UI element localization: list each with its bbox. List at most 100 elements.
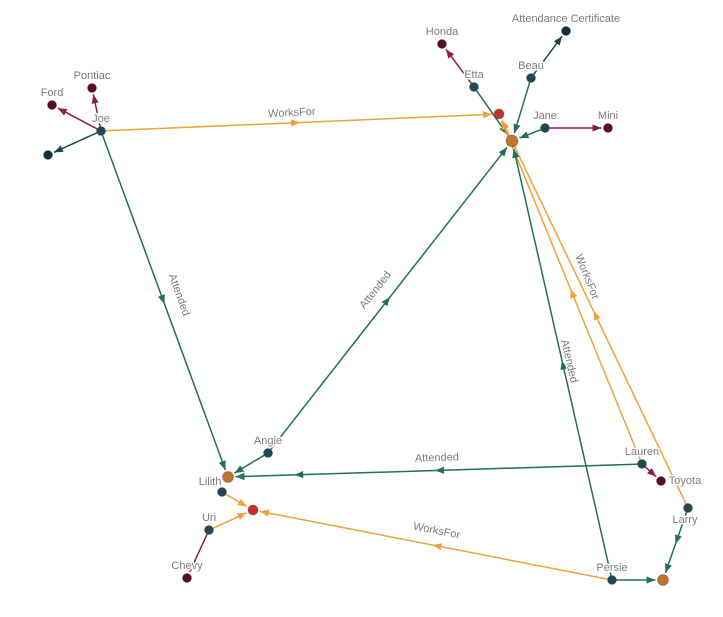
edge-arrow-icon (553, 36, 563, 46)
node-etta[interactable] (469, 82, 479, 92)
edge-joe-pontiac[interactable] (91, 94, 101, 127)
node-eventbl[interactable] (222, 471, 234, 483)
edge-arrow-icon (435, 466, 445, 474)
node-persie[interactable] (607, 575, 617, 585)
node-label-pontiac: Pontiac (74, 70, 111, 82)
node-label-uri: Uri (202, 512, 216, 524)
node-label-honda: Honda (426, 26, 459, 38)
node-label-chevy: Chevy (171, 560, 203, 572)
edge-label: Attended (357, 269, 394, 311)
edge-label: WorksFor (412, 521, 461, 542)
node-jane[interactable] (540, 123, 550, 133)
node-label-lauren: Lauren (625, 446, 659, 458)
edge-beau-eventtop[interactable] (513, 82, 531, 134)
edge-arrow-icon (189, 562, 197, 573)
edge-label: Attended (166, 272, 192, 317)
edge-joe-eventbl[interactable]: Attended (101, 134, 227, 471)
node-eventbr[interactable] (657, 574, 669, 586)
edge-jane-mini[interactable] (549, 124, 602, 132)
edge-label: Attended (415, 451, 459, 465)
node-companytop[interactable] (493, 108, 505, 120)
edge-etta-honda[interactable] (445, 48, 472, 84)
node-ford[interactable] (47, 100, 57, 110)
edge-arrow-icon (218, 460, 226, 470)
node-layer (43, 26, 693, 586)
edge-label: Attended (558, 339, 580, 385)
edge-angie-eventbl[interactable] (234, 454, 265, 474)
node-toyota[interactable] (656, 476, 666, 486)
edge-lauren-companytop[interactable]: WorksFor (500, 120, 641, 461)
node-label-ford: Ford (41, 87, 64, 99)
node-honda[interactable] (437, 39, 447, 49)
edge-arrow-icon (512, 148, 520, 159)
edge-larry-eventbr[interactable] (664, 512, 688, 574)
node-label-jane: Jane (533, 110, 557, 122)
node-joe[interactable] (96, 126, 106, 136)
edge-joe-joecert[interactable] (53, 132, 98, 154)
node-pontiac[interactable] (87, 83, 97, 93)
edge-arrow-icon (445, 49, 455, 59)
node-chevy[interactable] (182, 573, 192, 583)
node-larry[interactable] (683, 503, 693, 513)
edge-arrow-icon (592, 124, 602, 132)
edge-arrow-icon (234, 465, 245, 474)
node-label-etta: Etta (464, 69, 484, 81)
node-label-persie: Persie (596, 562, 627, 574)
edge-joe-companytop[interactable]: WorksFor (105, 104, 493, 132)
edge-arrow-icon (647, 467, 657, 477)
node-attcert[interactable] (561, 26, 571, 36)
edge-jane-eventtop[interactable] (519, 128, 542, 139)
node-lauren[interactable] (637, 459, 647, 469)
edge-beau-attcert[interactable] (533, 35, 563, 75)
edge-lilith-companybl[interactable] (225, 493, 248, 508)
edge-arrow-icon (675, 534, 682, 544)
edge-arrow-icon (646, 576, 656, 584)
edge-arrow-icon (259, 509, 270, 517)
edge-joe-ford[interactable] (57, 107, 98, 130)
node-label-angie: Angie (254, 435, 282, 447)
node-companybl[interactable] (247, 504, 259, 516)
edge-arrow-icon (57, 108, 68, 116)
edge-arrow-icon (498, 147, 508, 157)
edge-persie-eventbr[interactable] (616, 576, 656, 584)
edge-arrow-icon (158, 294, 165, 304)
edge-arrow-icon (381, 297, 390, 307)
node-uri[interactable] (204, 525, 214, 535)
edge-larry-companytop[interactable] (501, 119, 687, 505)
node-label-mini: Mini (598, 110, 618, 122)
node-mini[interactable] (603, 123, 613, 133)
edge-arrow-icon (593, 311, 601, 321)
edge-uri-chevy[interactable] (189, 533, 208, 573)
edge-arrow-icon (519, 131, 530, 139)
node-label-lilith: Lilith (199, 476, 222, 488)
node-lilith[interactable] (217, 487, 227, 497)
node-beau[interactable] (526, 73, 536, 83)
edge-arrow-icon (294, 471, 304, 479)
edge-arrow-icon (502, 120, 510, 130)
edge-lauren-toyota[interactable] (644, 466, 657, 478)
edge-persie-eventtop[interactable]: Attended (512, 148, 612, 576)
node-angie[interactable] (263, 448, 273, 458)
node-label-attcert: Attendance Certificate (512, 13, 620, 25)
edge-arrow-icon (482, 111, 493, 119)
edge-uri-companybl[interactable] (212, 512, 247, 529)
node-label-toyota: Toyota (669, 475, 702, 487)
edge-persie-companybl[interactable]: WorksFor (259, 509, 608, 580)
edge-arrow-icon (235, 472, 245, 481)
edge-label: WorksFor (268, 106, 316, 120)
edge-arrow-icon (513, 123, 521, 134)
edge-arrow-icon (236, 512, 247, 520)
edge-arrow-icon (560, 360, 568, 371)
edge-arrow-icon (570, 289, 578, 299)
edge-angie-eventtop[interactable]: Attended (270, 146, 508, 450)
edge-lauren-eventbl[interactable]: Attended (235, 450, 638, 481)
node-joecert[interactable] (43, 150, 53, 160)
node-label-joe: Joe (92, 113, 110, 125)
edge-arrow-icon (290, 119, 300, 127)
edge-arrow-icon (53, 145, 64, 153)
node-eventtop[interactable] (505, 134, 519, 148)
